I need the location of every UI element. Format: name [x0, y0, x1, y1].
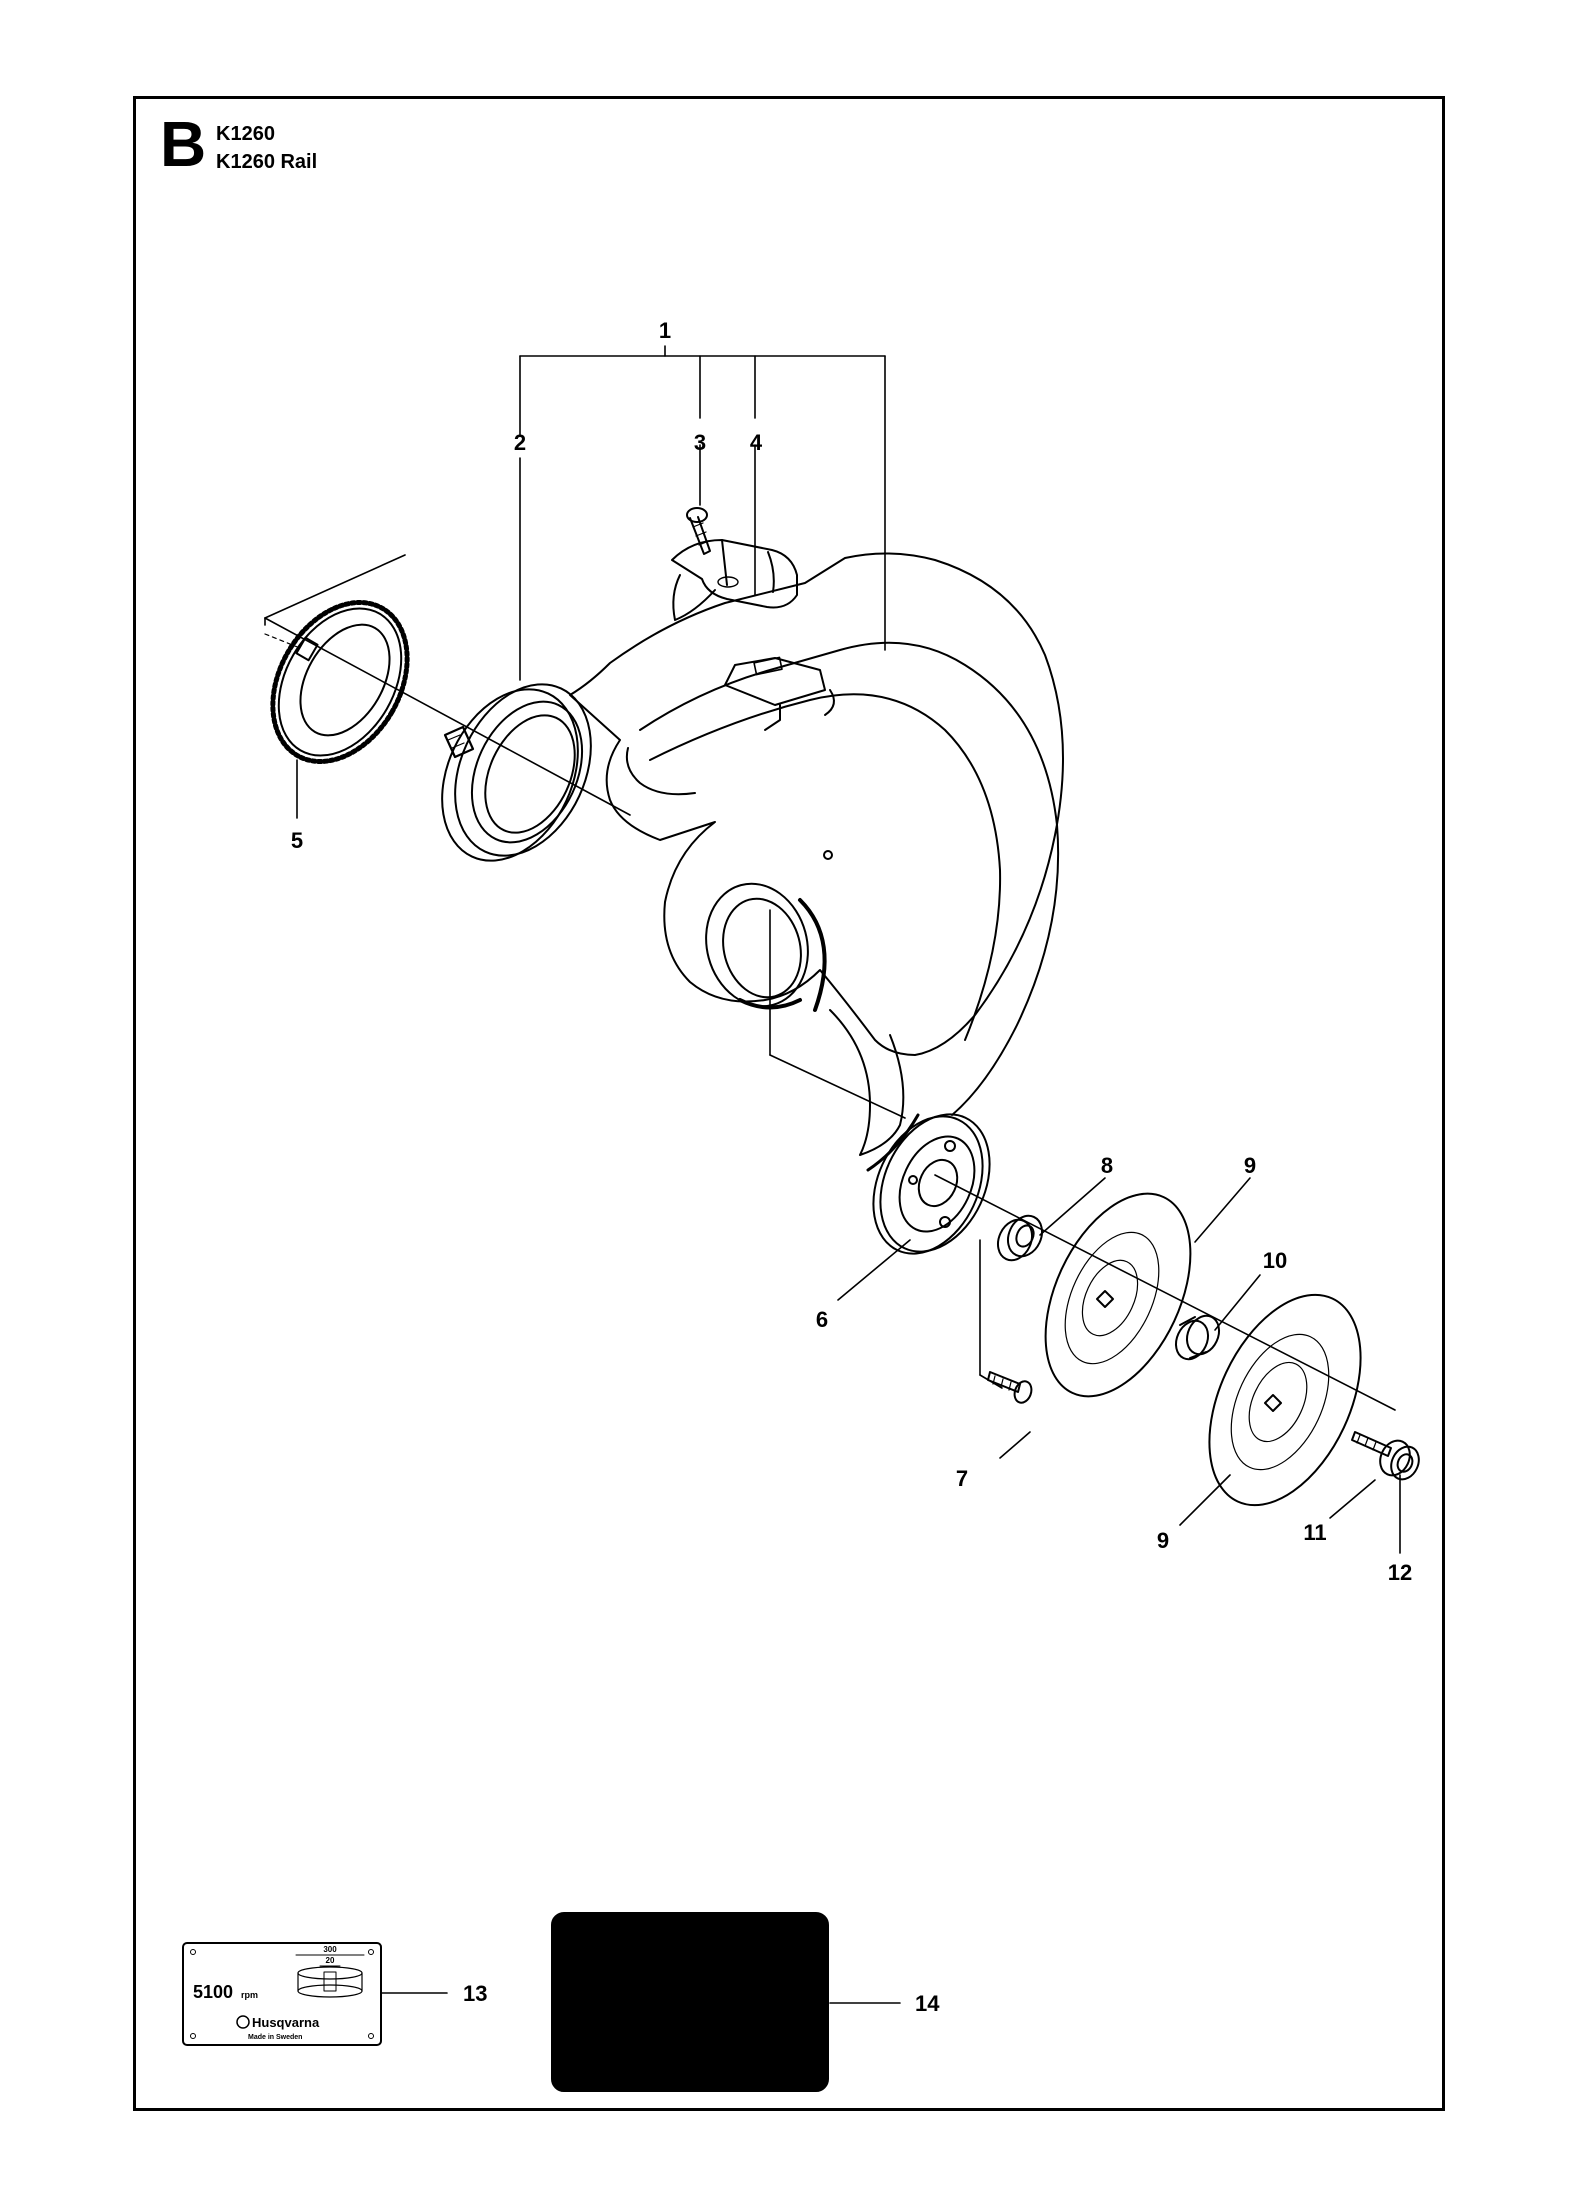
callout-4: 4 [750, 430, 763, 455]
part-7-bolt [987, 1371, 1033, 1404]
decal-rpm-unit: rpm [241, 1990, 258, 2000]
callout-9-upper: 9 [1244, 1153, 1256, 1178]
callout-7: 7 [956, 1466, 968, 1491]
decal-diameter-outer: 300 [323, 1945, 337, 1954]
part-1-blade-guard [569, 552, 1064, 1172]
callout-13: 13 [463, 1981, 487, 2006]
part-10-bushing [1174, 1314, 1221, 1361]
section-letter: B [160, 108, 207, 180]
callout-5: 5 [291, 828, 303, 853]
callout-12: 12 [1388, 1560, 1412, 1585]
model-name-k1260-rail: K1260 Rail [216, 151, 318, 173]
model-name-k1260: K1260 [216, 123, 275, 145]
part-4-guard-clip [671, 539, 798, 621]
part-14-black-label [551, 1912, 829, 2092]
callout-3: 3 [694, 430, 706, 455]
callout-11: 11 [1303, 1520, 1326, 1545]
callout-numbers: 1 2 3 4 5 6 7 8 9 10 9 11 12 13 14 [291, 318, 1412, 2016]
leader-lines [264, 345, 1401, 2004]
part-9-washer-lower [1208, 1293, 1362, 1507]
callout-9-lower: 9 [1157, 1528, 1169, 1553]
callout-8: 8 [1101, 1153, 1113, 1178]
part-13-rpm-decal [182, 1942, 382, 2046]
decal-rpm-value: 5100 [193, 1982, 233, 2002]
diagram-frame [133, 96, 1445, 2111]
part-11-12-flange-bolt [1351, 1431, 1420, 1481]
callout-10: 10 [1263, 1248, 1287, 1273]
callout-1: 1 [659, 318, 671, 343]
decal-brand: Husqvarna [252, 2015, 320, 2030]
decal-origin: Made in Sweden [248, 2034, 302, 2041]
callout-6: 6 [816, 1307, 828, 1332]
callout-2: 2 [514, 430, 526, 455]
decal-diameter-inner: 20 [326, 1956, 335, 1965]
callout-14: 14 [915, 1991, 940, 2016]
part-2-collar [441, 683, 592, 862]
part-6-flange [872, 1113, 991, 1255]
part-9-washer-upper [1044, 1192, 1192, 1398]
part-5-toothed-ring [264, 600, 410, 764]
part-8-spacer [996, 1214, 1044, 1262]
